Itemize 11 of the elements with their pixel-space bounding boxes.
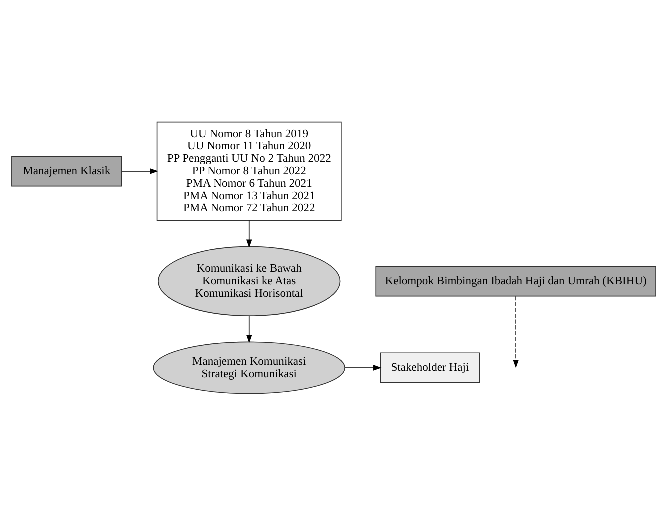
arrow [122, 168, 158, 174]
arrow [246, 220, 252, 248]
node-box: Manajemen Klasik [12, 156, 122, 187]
node-ellipse: Manajemen Komunikasi Strategi Komunikasi [153, 342, 346, 394]
arrow [513, 296, 519, 368]
node-box: UU Nomor 8 Tahun 2019 UU Nomor 11 Tahun 2020 PP Pengganti UU No 2 Tahun 2022 PP Nomor 8 Tahun 2022 PMA Nomor 6 Tahun 2021 PMA Nomor 13 Tahun 2021 PMA Nomor 72 Tahun 2022 [156, 122, 342, 221]
node-box: Stakeholder Haji [380, 352, 480, 384]
node-box: Kelompok Bimbingan Ibadah Haji dan Umrah (KBIHU) [376, 266, 656, 297]
arrow [246, 316, 252, 344]
arrow [345, 365, 382, 371]
node-ellipse: Komunikasi ke Bawah Komunikasi ke Atas Komunikasi Horisontal [158, 246, 341, 316]
